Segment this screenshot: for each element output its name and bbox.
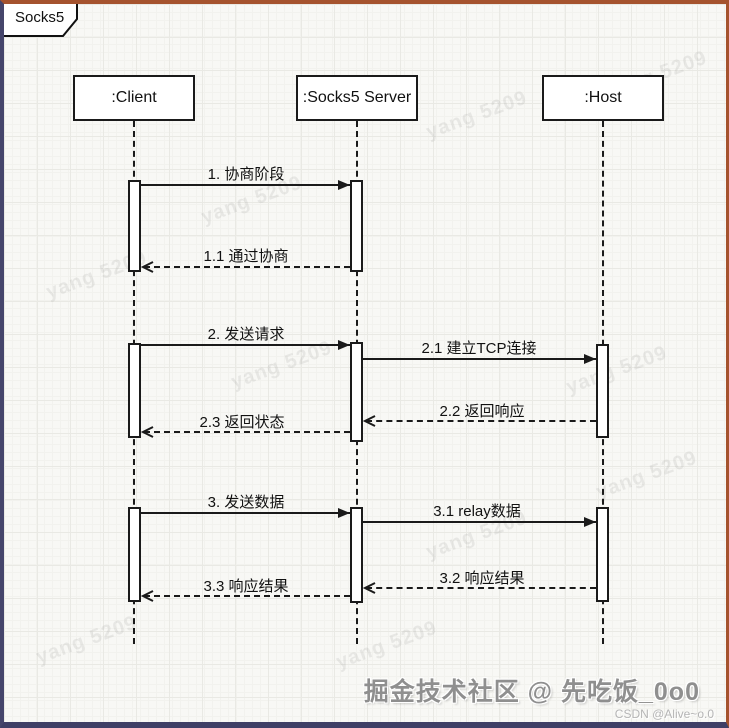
frame-label-shape [4,4,78,37]
message-line-1 [141,184,350,186]
message-line-2-3 [144,431,350,433]
message-label-2-3: 2.3 返回状态 [199,414,285,431]
message-label-2: 2. 发送请求 [207,326,285,343]
diagonal-watermark: yang 5209 [33,611,141,669]
activation-client-3 [128,507,141,602]
message-line-2 [141,344,350,346]
activation-client-1 [128,180,141,272]
message-line-1-1 [144,266,350,268]
filled-arrowhead-icon [338,508,350,518]
message-line-2-2 [366,420,596,422]
diagonal-watermark: yang 5209 [333,616,441,674]
actor-box-host: :Host [542,75,664,121]
message-label-3-3: 3.3 响应结果 [203,578,289,595]
actor-box-client: :Client [73,75,195,121]
community-watermark: 掘金技术社区 @ 先吃饭_0o0 [363,678,700,706]
actor-label-server: :Socks5 Server [302,89,412,106]
actor-label-client: :Client [111,89,157,106]
message-label-1: 1. 协商阶段 [207,166,285,183]
message-label-3-2: 3.2 响应结果 [439,570,525,587]
message-line-3 [141,512,350,514]
open-arrowhead-icon [141,426,154,438]
actor-label-host: :Host [584,89,622,106]
diagonal-watermark: yang 5209 [593,446,701,504]
message-label-2-2: 2.2 返回响应 [439,403,525,420]
frame-label-text: Socks5 [15,9,65,26]
message-label-1-1: 1.1 通过协商 [203,248,289,265]
csdn-watermark: CSDN @Alive~o.0 [614,707,714,721]
diagonal-watermark: yang 5209 [423,86,531,144]
message-line-2-1 [363,358,596,360]
activation-client-2 [128,343,141,438]
activation-server-2 [350,342,363,442]
message-label-2-1: 2.1 建立TCP连接 [421,340,537,357]
activation-host-2 [596,344,609,438]
open-arrowhead-icon [141,261,154,273]
activation-host-3 [596,507,609,602]
message-line-3-3 [144,595,350,597]
open-arrowhead-icon [363,582,376,594]
filled-arrowhead-icon [338,180,350,190]
message-label-3: 3. 发送数据 [207,494,285,511]
open-arrowhead-icon [363,415,376,427]
open-arrowhead-icon [141,590,154,602]
filled-arrowhead-icon [584,354,596,364]
filled-arrowhead-icon [338,340,350,350]
frame-label: Socks5 [4,4,80,38]
activation-server-1 [350,180,363,272]
actor-box-server: :Socks5 Server [296,75,418,121]
message-line-3-1 [363,521,596,523]
message-line-3-2 [366,587,596,589]
filled-arrowhead-icon [584,517,596,527]
activation-server-3 [350,507,363,603]
message-label-3-1: 3.1 relay数据 [433,503,521,520]
